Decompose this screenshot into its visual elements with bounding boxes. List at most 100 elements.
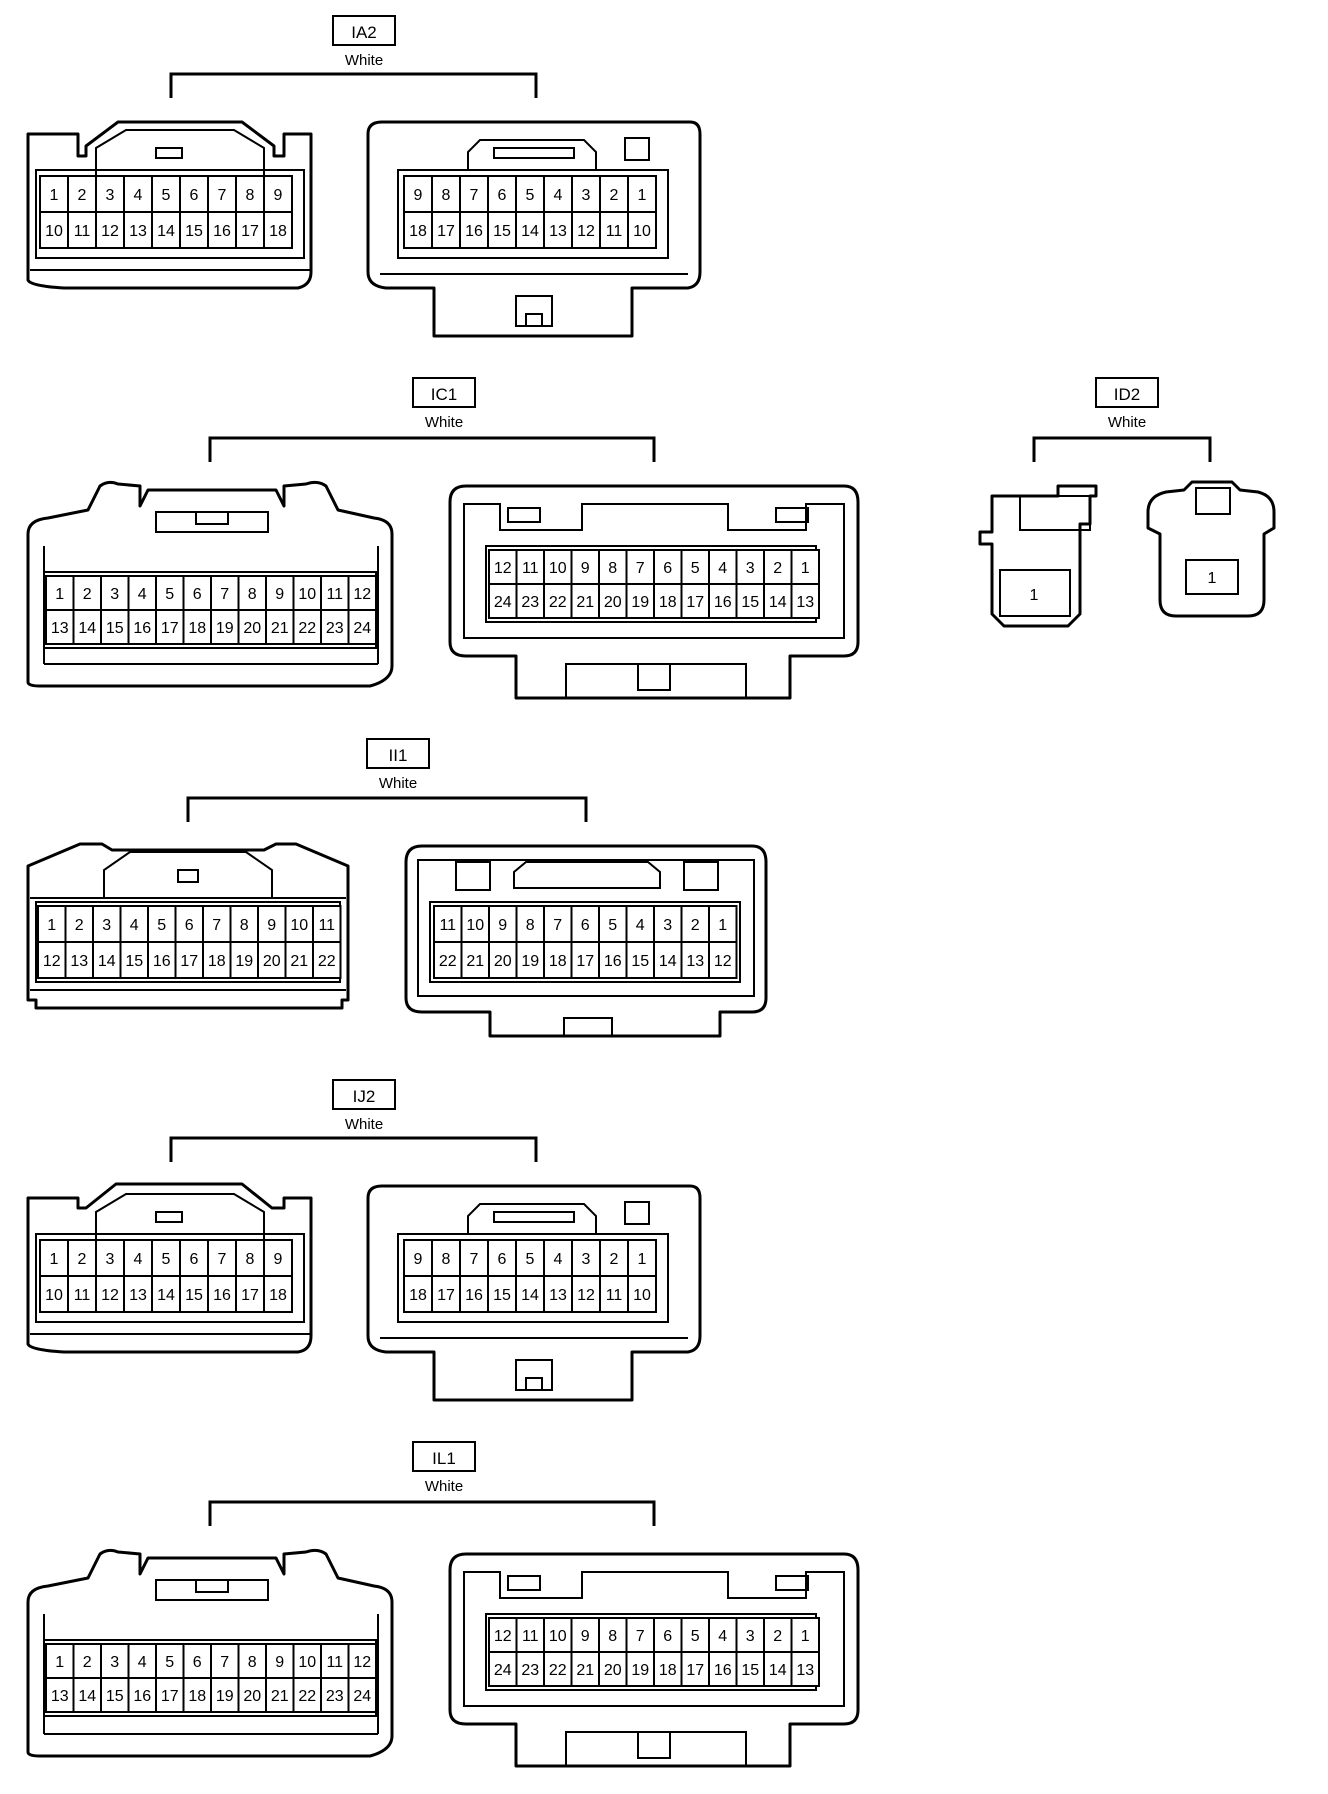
pairing-bracket — [186, 796, 588, 822]
pin-label: 1 — [638, 1251, 647, 1268]
pin-label: 19 — [235, 953, 253, 970]
pin-label: 19 — [521, 953, 539, 970]
pin-label: 10 — [45, 223, 63, 240]
pin-label: 9 — [414, 187, 423, 204]
pin-cell — [543, 1617, 573, 1653]
pin-label: 7 — [470, 187, 479, 204]
pin-cell — [179, 1275, 209, 1313]
pin-label: 12 — [353, 1654, 371, 1671]
connector-code: IA2 — [351, 23, 377, 42]
pin-label: 1 — [1030, 587, 1039, 604]
pin-label: 14 — [78, 1688, 96, 1705]
pin-label: 5 — [157, 917, 166, 934]
pin-label: 3 — [106, 1251, 115, 1268]
pin-label: 15 — [493, 1287, 511, 1304]
pin-label: 7 — [636, 1628, 645, 1645]
pin-cell — [627, 211, 657, 249]
pin-cell — [570, 941, 600, 979]
pin-label: 11 — [606, 223, 623, 240]
pin-cell — [625, 1651, 655, 1687]
pin-label: 3 — [582, 187, 591, 204]
pin-label: 3 — [106, 187, 115, 204]
pairing-bracket — [169, 72, 538, 98]
pin-label: 8 — [248, 1654, 257, 1671]
pin-label: 12 — [577, 223, 595, 240]
pin-label: 23 — [326, 1688, 344, 1705]
connector-code: IC1 — [431, 385, 457, 404]
pin-label: 2 — [83, 1654, 92, 1671]
pin-label: 1 — [801, 560, 810, 577]
pin-cell — [39, 1275, 69, 1313]
connector-color: White — [379, 775, 417, 792]
pin-label: 24 — [494, 594, 512, 611]
pin-label: 5 — [691, 560, 700, 577]
pin-label: 2 — [75, 917, 84, 934]
pin-label: 17 — [161, 620, 179, 637]
pin-cell — [151, 211, 181, 249]
pin-label: 9 — [414, 1251, 423, 1268]
pin-label: 6 — [193, 586, 202, 603]
pin-label: 7 — [220, 586, 229, 603]
pin-cell — [263, 211, 293, 249]
pin-cell — [790, 549, 820, 585]
pin-label: 9 — [274, 187, 283, 204]
pin-label: 10 — [298, 1654, 316, 1671]
pin-label: 13 — [549, 1287, 567, 1304]
pin-cell — [263, 1275, 293, 1313]
pin-label: 6 — [185, 917, 194, 934]
pin-label: 21 — [271, 620, 289, 637]
pin-label: 11 — [522, 1628, 539, 1645]
pin-cell — [598, 941, 628, 979]
pin-cell — [320, 609, 350, 645]
pin-label: 2 — [610, 187, 619, 204]
pin-cell — [708, 1617, 738, 1653]
pin-cell — [147, 941, 177, 979]
pin-label: 18 — [269, 1287, 287, 1304]
pin-label: 7 — [218, 187, 227, 204]
pin-label: 17 — [437, 1287, 455, 1304]
pin-label: 11 — [439, 917, 456, 934]
pin-cell — [570, 549, 600, 585]
pin-cell — [708, 1651, 738, 1687]
pin-label: 10 — [633, 223, 651, 240]
pin-label: 5 — [608, 917, 617, 934]
pin-label: 14 — [659, 953, 677, 970]
pairing-bracket — [208, 436, 656, 462]
pin-label: 19 — [631, 1662, 649, 1679]
pin-label: 15 — [125, 953, 143, 970]
pin-cell — [570, 1651, 600, 1687]
pin-label: 20 — [243, 620, 261, 637]
pin-label: 12 — [43, 953, 61, 970]
pin-label: 16 — [604, 953, 622, 970]
pin-label: 14 — [98, 953, 116, 970]
pin-cell — [123, 211, 153, 249]
pin-label: 1 — [55, 1654, 64, 1671]
pin-label: 5 — [165, 586, 174, 603]
pin-label: 19 — [216, 620, 234, 637]
pin-label: 1 — [1208, 570, 1217, 587]
pin-label: 20 — [494, 953, 512, 970]
pin-label: 7 — [218, 1251, 227, 1268]
pin-cell — [571, 211, 601, 249]
pin-cell — [790, 1617, 820, 1653]
pin-label: 8 — [442, 1251, 451, 1268]
pin-label: 15 — [493, 223, 511, 240]
pin-label: 7 — [553, 917, 562, 934]
pin-label: 21 — [576, 594, 594, 611]
pin-label: 13 — [51, 1688, 69, 1705]
pin-label: 20 — [604, 594, 622, 611]
pin-label: 9 — [274, 1251, 283, 1268]
pin-label: 11 — [522, 560, 539, 577]
connector-code: IL1 — [432, 1449, 456, 1468]
pin-cell — [763, 549, 793, 585]
pin-label: 10 — [633, 1287, 651, 1304]
pin-label: 1 — [47, 917, 56, 934]
pin-cell — [708, 583, 738, 619]
pin-label: 1 — [801, 1628, 810, 1645]
